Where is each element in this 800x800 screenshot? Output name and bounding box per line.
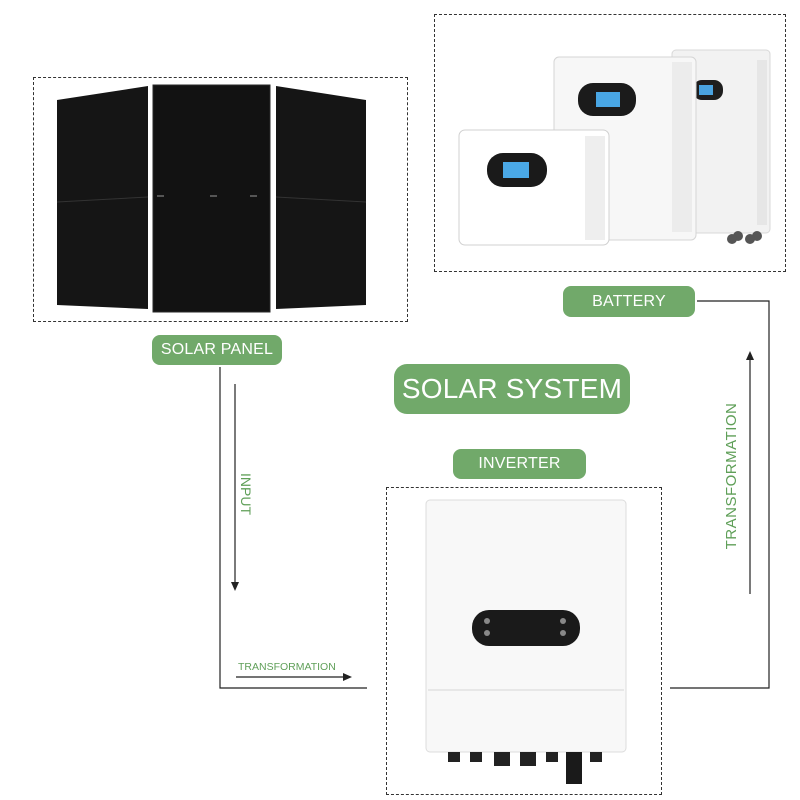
inverter-image	[425, 499, 627, 784]
transformation-bottom-label: TRANSFORMATION	[238, 661, 336, 673]
battery-label: BATTERY	[563, 286, 695, 317]
solar-panel-image	[56, 84, 367, 313]
transformation-right-label: TRANSFORMATION	[723, 402, 740, 550]
input-arrowhead	[231, 582, 239, 591]
transformation-arrowhead	[343, 673, 352, 681]
battery-image	[458, 49, 771, 246]
solar-panel-frame	[33, 77, 408, 322]
input-arrow-label: INPUT	[238, 473, 254, 515]
inverter-label: INVERTER	[453, 449, 586, 479]
page-title: SOLAR SYSTEM	[394, 364, 630, 414]
inverter-frame	[386, 487, 662, 795]
flow-connectors	[219, 300, 770, 689]
connector-inverter-to-battery	[670, 300, 770, 689]
transformation-up-arrowhead	[746, 351, 754, 360]
arrowheads	[231, 351, 754, 681]
battery-frame	[434, 14, 786, 272]
solar-panel-label: SOLAR PANEL	[152, 335, 282, 365]
connector-panel-to-inverter	[219, 367, 367, 689]
